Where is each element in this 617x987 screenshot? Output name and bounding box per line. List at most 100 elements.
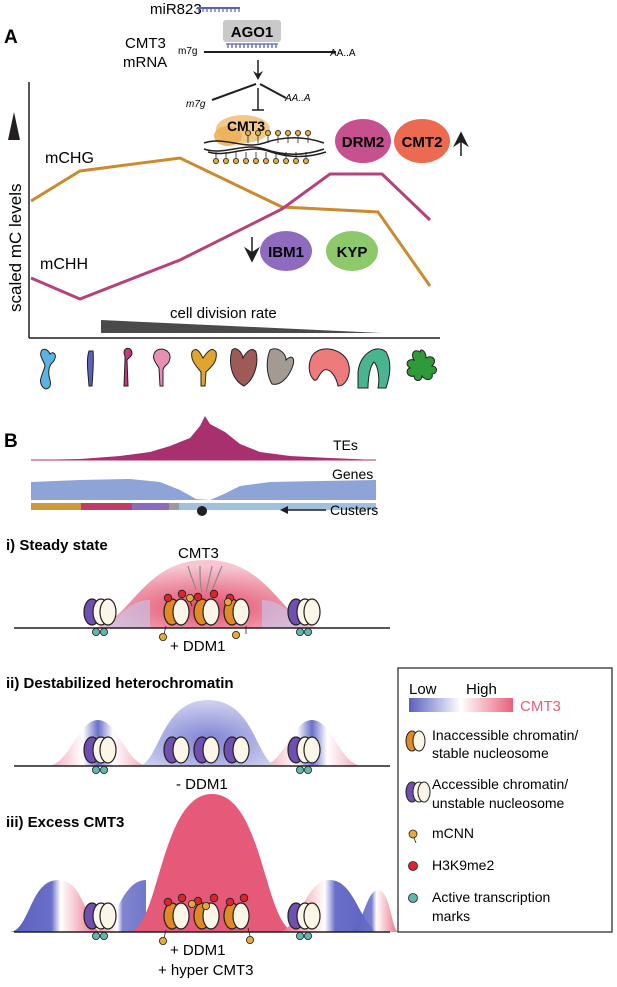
ago1-bound-mirna (226, 43, 278, 48)
legend-accessible-icon (405, 781, 431, 803)
legend-active-line1: Active transcription (432, 889, 550, 905)
legend-active-icon (408, 893, 418, 903)
nucleosome-inaccessible (163, 598, 190, 626)
legend-low: Low (409, 681, 437, 698)
y-axis-arrow (8, 112, 20, 140)
centromere-dot (197, 506, 207, 516)
legend-inaccessible-icon (405, 730, 426, 752)
nucleosome-accessible (193, 736, 220, 764)
plot-axes (28, 82, 440, 339)
ibm1-label: IBM1 (268, 244, 304, 261)
kyp-label: KYP (337, 244, 368, 261)
tes-label: TEs (333, 437, 358, 453)
division-label: cell division rate (170, 305, 277, 322)
legend-high: High (466, 681, 497, 698)
stage-4-icon (153, 348, 171, 387)
ibm1-enzyme: IBM1 (260, 231, 312, 271)
mchh-line (30, 172, 432, 301)
cmt2-enzyme: CMT2 (394, 119, 450, 163)
h3k9-marks (163, 589, 249, 907)
nucleosome-accessible (287, 902, 321, 930)
legend-h3k9-icon (408, 861, 418, 871)
nucleosome-accessible (83, 736, 117, 764)
mrna-label-line2: mRNA (123, 54, 167, 71)
ago1-box (223, 20, 281, 42)
legend-cmt3: CMT3 (520, 698, 561, 715)
legend: Low High CMT3 Inaccessible chromatin/ st… (397, 667, 613, 933)
stage-6-icon (230, 348, 258, 387)
state1-title: i) Steady state (6, 537, 108, 554)
custers-arrow-head (280, 506, 288, 514)
cap-label: m7g (178, 46, 197, 57)
ibm1-down-arrow (244, 237, 260, 263)
nucleosome-accessible (223, 736, 250, 764)
cleaved-mrna (211, 83, 287, 101)
mcnn-marks (158, 594, 254, 946)
nucleosome-accessible (83, 598, 117, 626)
cleaved-polya-label: AA..A (284, 93, 311, 104)
stage-3-icon (123, 347, 133, 387)
stage-5-icon (191, 349, 217, 387)
state2-title: ii) Destabilized heterochromatin (6, 675, 234, 692)
cluster-bar (31, 503, 376, 510)
stage-7-icon (266, 348, 295, 385)
active-marks (92, 628, 312, 941)
stage-10-icon (406, 349, 437, 381)
legend-accessible-line1: Accessible chromatin/ (432, 776, 568, 792)
genes-track (31, 479, 376, 500)
legend-inaccessible-line2: stable nucleosome (432, 745, 549, 761)
cleavage-arrow-head (253, 71, 263, 80)
stage-2-icon (86, 350, 94, 387)
mchh-label: mCHH (40, 256, 88, 273)
panel-b: B TEs Genes Custers i) Steady state CMT3 (4, 416, 613, 979)
mirna-label: miR823 (150, 1, 202, 18)
stage-8-icon (308, 348, 350, 387)
mrna-label-line1: CMT3 (125, 35, 166, 52)
legend-inaccessible-line1: Inaccessible chromatin/ (432, 727, 578, 743)
state1-caption: + DDM1 (170, 638, 225, 655)
cmt2-label: CMT2 (402, 134, 443, 151)
panel-b-label: B (4, 431, 18, 452)
dna-helix (203, 137, 327, 158)
nucleosome-inaccessible (223, 598, 250, 626)
state1-diagram: CMT3 (14, 545, 390, 629)
nucleosome-inaccessible (193, 598, 220, 626)
stage-1-icon (40, 348, 56, 390)
nucleosome-inaccessible (163, 902, 190, 930)
stage-icons (40, 347, 437, 390)
genes-label: Genes (332, 466, 373, 482)
stage-9-icon (357, 348, 391, 389)
y-axis-label: scaled mC levels (6, 184, 25, 313)
nucleosome-accessible (287, 736, 321, 764)
ago1-label: AGO1 (231, 24, 274, 41)
cmt3-protein-label: CMT3 (227, 118, 265, 134)
state2-caption: - DDM1 (176, 776, 228, 793)
nucleosome-accessible (83, 902, 117, 930)
mchg-label: mCHG (45, 150, 94, 167)
legend-mcnn: mCNN (432, 825, 474, 841)
methyl-lollipops (212, 129, 311, 164)
mirna-strand (197, 7, 240, 12)
legend-accessible-line2: unstable nucleosome (432, 795, 565, 811)
nucleosome-accessible (287, 598, 321, 626)
tes-track (31, 416, 376, 460)
legend-mcnn-icon (408, 829, 418, 844)
kyp-enzyme: KYP (326, 231, 378, 271)
division-wedge (101, 320, 383, 333)
panel-a: A miR823 AGO1 CMT3 mRNA m7g AA..A m7g AA… (4, 1, 469, 390)
nucleosome-accessible (163, 736, 190, 764)
polya-label: AA..A (330, 48, 356, 59)
state3-caption2: + hyper CMT3 (158, 962, 253, 979)
legend-gradient (409, 698, 513, 712)
legend-h3k9: H3K9me2 (432, 857, 494, 873)
legend-active-line2: marks (432, 908, 470, 924)
drm2-label: DRM2 (342, 134, 385, 151)
custers-label: Custers (330, 502, 378, 518)
mchg-line (30, 156, 432, 287)
state3-title: iii) Excess CMT3 (6, 814, 124, 831)
inhibition-bar (252, 88, 264, 111)
state1-cmt3-label: CMT3 (178, 545, 219, 562)
panel-a-label: A (4, 27, 18, 48)
cleaved-cap-label: m7g (186, 99, 206, 110)
